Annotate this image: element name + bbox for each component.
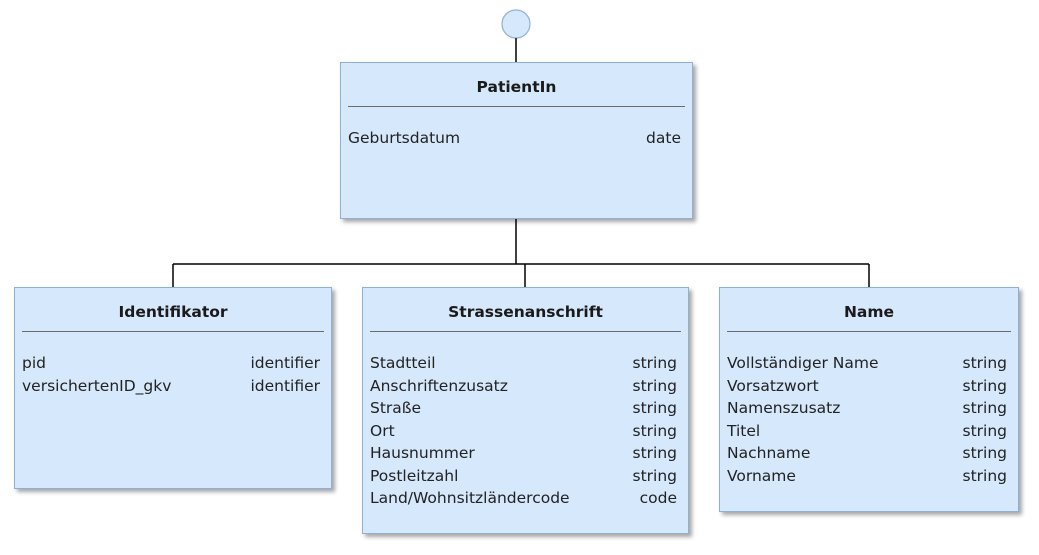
attribute-name: Geburtsdatum	[348, 129, 461, 147]
attribute-row: pid identifier	[22, 352, 320, 375]
class-title: Identifikator	[118, 303, 228, 321]
class-title: Strassenanschrift	[448, 303, 603, 321]
title-divider	[370, 331, 681, 332]
attribute-type: string	[632, 376, 678, 395]
attribute-row: Vorsatzwort string	[727, 375, 1007, 398]
attribute-type: string	[632, 354, 678, 372]
attribute-type: string	[962, 399, 1008, 417]
attribute-row: Land/Wohnsitzländercode code	[370, 487, 677, 510]
title-divider	[22, 331, 324, 332]
attribute-name: Stadtteil	[370, 354, 436, 372]
attribute-type: date	[646, 129, 681, 147]
class-title: Name	[843, 303, 895, 321]
root-circle	[501, 9, 531, 39]
attribute-name: versichertenID_gkv	[22, 376, 172, 395]
attribute-type: string	[632, 466, 678, 485]
class-box-identifikator: Identifikator pid identifier versicherte…	[14, 287, 332, 489]
attribute-row: Ort string	[370, 420, 677, 443]
attribute-name: Postleitzahl	[370, 466, 459, 485]
attribute-name: pid	[22, 354, 46, 372]
attribute-name: Anschriftenzusatz	[370, 376, 508, 395]
attribute-row: Nachname string	[727, 442, 1007, 465]
attribute-list: Geburtsdatum date	[348, 127, 681, 150]
title-divider	[348, 106, 685, 107]
attribute-list: pid identifier versichertenID_gkv identi…	[22, 352, 320, 397]
attribute-type: string	[962, 421, 1008, 440]
attribute-name: Vorsatzwort	[727, 376, 819, 395]
attribute-name: Vollständiger Name	[727, 354, 879, 372]
attribute-name: Titel	[727, 421, 761, 440]
attribute-name: Nachname	[727, 444, 811, 462]
attribute-row: Vollständiger Name string	[727, 352, 1007, 375]
attribute-type: string	[632, 421, 678, 440]
attribute-type: string	[632, 444, 678, 462]
attribute-name: Namenszusatz	[727, 399, 841, 417]
title-divider	[727, 331, 1011, 332]
class-box-patientin: PatientIn Geburtsdatum date	[340, 62, 693, 219]
attribute-name: Land/Wohnsitzländercode	[370, 489, 570, 507]
attribute-type: identifier	[250, 376, 320, 395]
attribute-type: string	[962, 376, 1008, 395]
attribute-type: code	[639, 489, 677, 507]
attribute-row: Vorname string	[727, 465, 1007, 488]
attribute-type: identifier	[250, 354, 320, 372]
attribute-row: Namenszusatz string	[727, 397, 1007, 420]
attribute-name: Hausnummer	[370, 444, 475, 462]
attribute-row: Anschriftenzusatz string	[370, 375, 677, 398]
attribute-row: Postleitzahl string	[370, 465, 677, 488]
attribute-type: string	[962, 466, 1008, 485]
class-box-name: Name Vollständiger Name string Vorsatzwo…	[719, 287, 1019, 512]
attribute-list: Stadtteil string Anschriftenzusatz strin…	[370, 352, 677, 510]
class-title: PatientIn	[476, 78, 557, 96]
attribute-type: string	[962, 444, 1008, 462]
attribute-type: string	[962, 354, 1008, 372]
attribute-row: Straße string	[370, 397, 677, 420]
attribute-list: Vollständiger Name string Vorsatzwort st…	[727, 352, 1007, 487]
attribute-row: Stadtteil string	[370, 352, 677, 375]
attribute-row: Hausnummer string	[370, 442, 677, 465]
attribute-row: versichertenID_gkv identifier	[22, 375, 320, 398]
attribute-type: string	[632, 399, 678, 417]
class-box-strassenanschrift: Strassenanschrift Stadtteil string Ansch…	[362, 287, 689, 534]
attribute-name: Ort	[370, 421, 395, 440]
attribute-name: Vorname	[727, 466, 796, 485]
attribute-row: Geburtsdatum date	[348, 127, 681, 150]
attribute-row: Titel string	[727, 420, 1007, 443]
attribute-name: Straße	[370, 399, 422, 417]
